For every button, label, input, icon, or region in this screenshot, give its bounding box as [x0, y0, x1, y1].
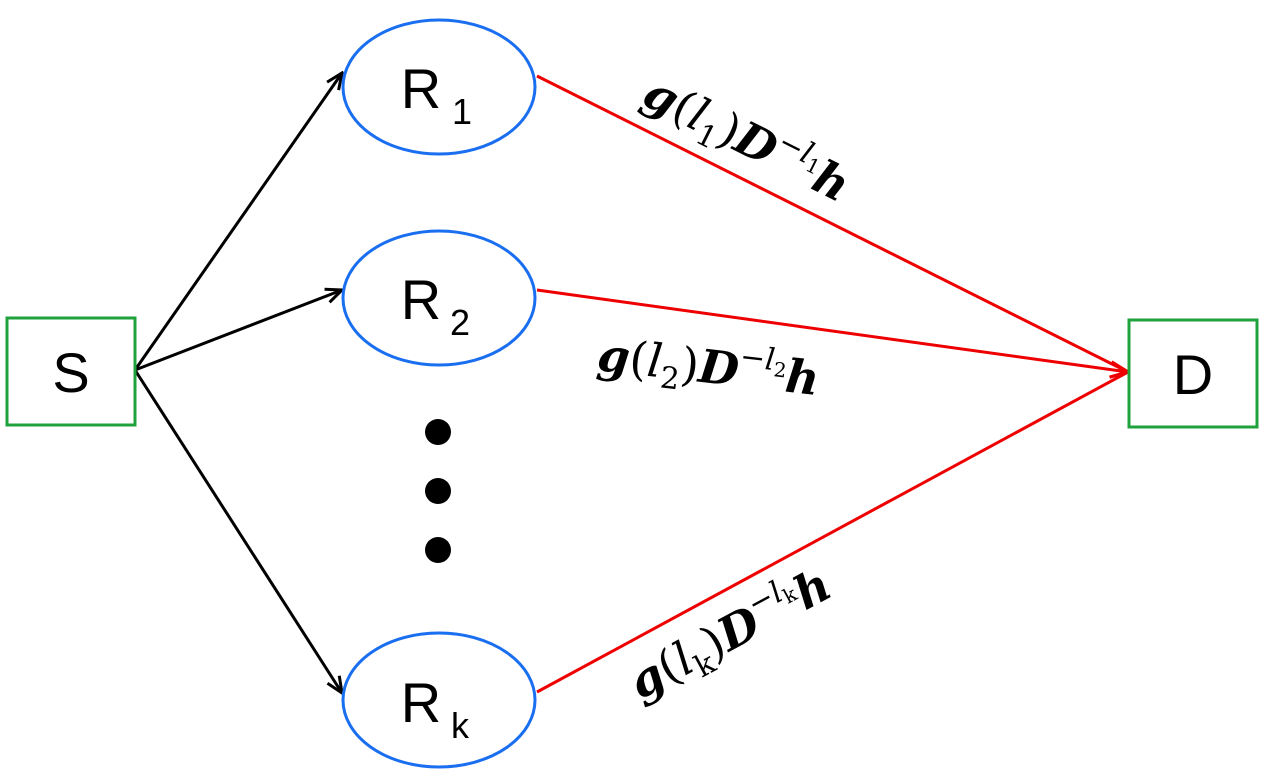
relay-node-k: R k: [341, 631, 537, 769]
relay-label-k: R: [401, 671, 441, 734]
ellipsis-dot: [425, 478, 451, 504]
label-D: D: [694, 339, 742, 397]
relay-ellipse-k: [341, 631, 537, 769]
relay-base-1: R: [401, 57, 441, 120]
edge-rk-d: [536, 370, 1129, 694]
relay-base-k: R: [401, 671, 441, 734]
svg-text:g(l1)D−l1h: g(l1)D−l1h: [632, 61, 860, 219]
edge-label-1: g(l1)D−l1h: [632, 61, 860, 219]
relay-sub-2: 2: [450, 302, 470, 343]
label-exp-l: l: [763, 342, 777, 378]
edge-r2-d: [536, 288, 1128, 372]
label-h: h: [785, 557, 840, 620]
label-l: l: [645, 333, 666, 388]
relay-ellipse-2: [341, 229, 537, 367]
edge-label-2: g(l2)D−l2h: [594, 323, 823, 413]
ellipsis-dot: [425, 537, 451, 563]
relay-node-2: R 2: [341, 229, 537, 367]
edge-r1-d: [536, 74, 1129, 374]
svg-text:g(lk)D−lkh: g(lk)D−lkh: [618, 553, 843, 715]
source-node: S: [5, 316, 137, 427]
label-g: g: [595, 327, 633, 384]
edge-s-rk: [133, 369, 342, 693]
edge-s-r1: [133, 73, 342, 371]
destination-node: D: [1127, 318, 1259, 429]
label-exp-sub: 2: [772, 357, 787, 382]
ellipsis-dot: [425, 419, 451, 445]
relay-ellipse-1: [341, 18, 537, 156]
relay-label-1: R: [401, 57, 441, 120]
edge-s-r2: [134, 290, 342, 372]
label-sub: 2: [658, 360, 681, 397]
destination-box: [1127, 318, 1259, 429]
label-h: h: [783, 349, 822, 406]
destination-label: D: [1173, 343, 1213, 406]
relay-base-2: R: [401, 268, 441, 331]
edge-label-k: g(lk)D−lkh: [618, 553, 843, 715]
relay-node-1: R 1: [341, 18, 537, 156]
svg-text:g(l2)D−l2h: g(l2)D−l2h: [594, 323, 823, 413]
relay-sub-k: k: [451, 705, 470, 746]
label-minus: −: [738, 339, 767, 377]
source-box: [5, 316, 137, 427]
source-label: S: [52, 341, 89, 404]
relay-sub-1: 1: [452, 91, 472, 132]
relay-label-2: R: [401, 268, 441, 331]
